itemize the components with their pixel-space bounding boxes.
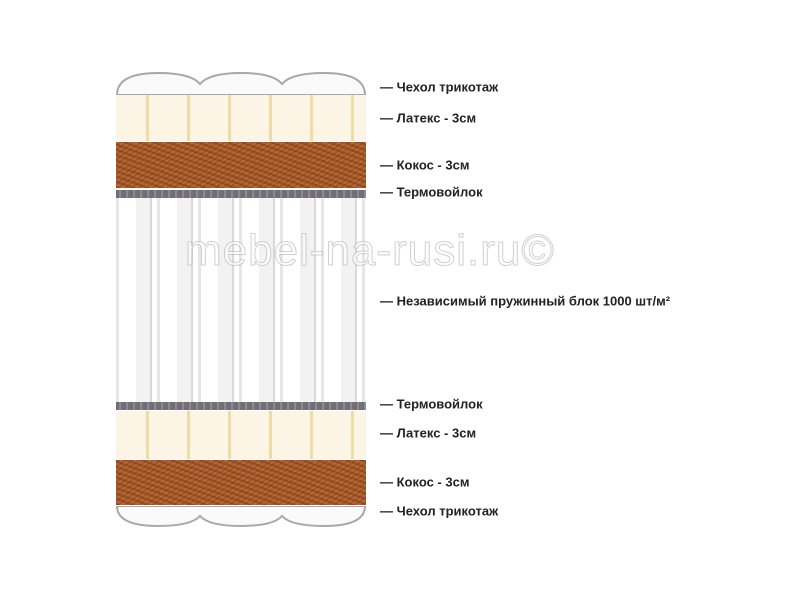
label-cover-top: — Чехол трикотаж bbox=[380, 79, 499, 95]
label-felt-top: — Термовойлок bbox=[380, 184, 483, 200]
label-latex-bottom: — Латекс - 3см bbox=[380, 425, 477, 441]
felt-top-layer bbox=[116, 190, 366, 198]
felt-bottom-layer bbox=[116, 402, 366, 410]
spring-block-layer bbox=[116, 198, 366, 402]
latex-top-layer bbox=[116, 95, 366, 141]
latex-bottom-layer bbox=[116, 411, 366, 459]
label-coconut-top: — Кокос - 3см bbox=[380, 157, 470, 173]
cover-top-layer bbox=[116, 70, 366, 95]
label-felt-bottom: — Термовойлок bbox=[380, 396, 483, 412]
cover-bottom-layer bbox=[116, 506, 366, 528]
coconut-bottom-layer bbox=[116, 460, 366, 505]
label-coconut-bottom: — Кокос - 3см bbox=[380, 474, 470, 490]
label-cover-bottom: — Чехол трикотаж bbox=[380, 503, 499, 519]
watermark: mebel-na-rusi.ru© bbox=[185, 226, 555, 276]
label-latex-top: — Латекс - 3см bbox=[380, 110, 477, 126]
label-spring-block: — Независимый пружинный блок 1000 шт/м² bbox=[380, 293, 671, 309]
coconut-top-layer bbox=[116, 142, 366, 188]
